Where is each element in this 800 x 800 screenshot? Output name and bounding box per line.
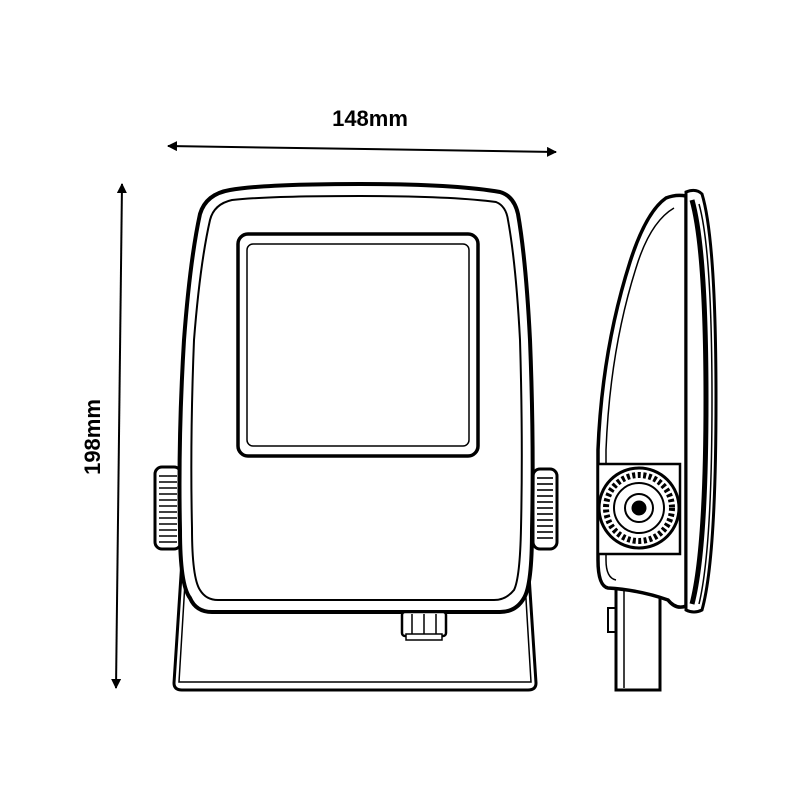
front-view [153,181,559,692]
floodlight-housing [177,181,535,614]
height-dimension-line [111,183,127,689]
side-bezel [684,188,718,614]
width-dimension-line [167,141,557,157]
side-pivot-knob [596,462,682,556]
width-dimension-label: 148mm [332,106,408,131]
width-dimension: 148mm [167,106,557,157]
height-dimension-label: 198mm [80,399,105,475]
cable-gland [400,610,448,641]
right-knob [531,467,559,551]
led-panel [236,232,480,458]
side-view [596,188,718,692]
left-knob [153,465,183,551]
mounting-bracket [172,559,538,692]
height-dimension: 198mm [80,183,127,689]
